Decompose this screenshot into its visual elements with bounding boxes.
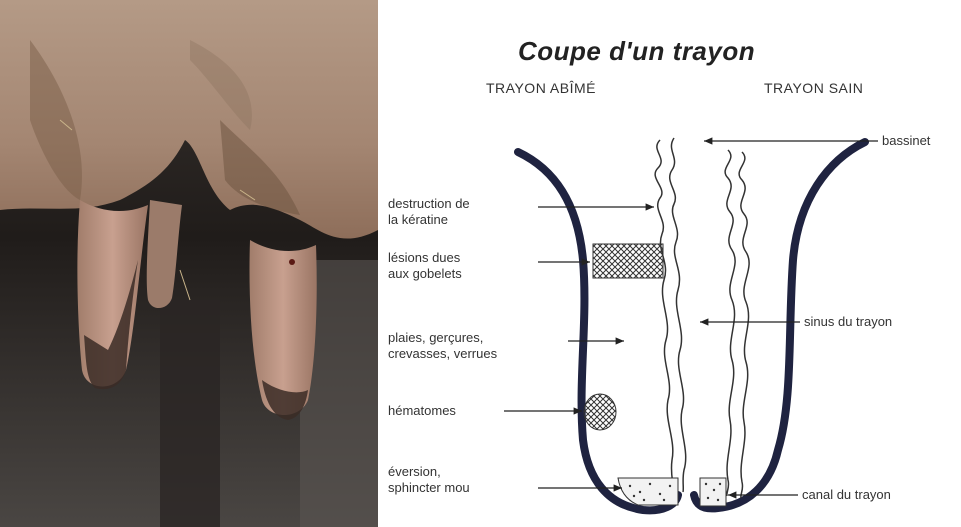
teat-section-drawing (378, 0, 961, 527)
label-bassinet: bassinet (882, 133, 930, 149)
label-plaies-line1: plaies, gerçures, (388, 330, 497, 346)
label-eversion-line2: sphincter mou (388, 480, 470, 496)
label-sinus: sinus du trayon (804, 314, 892, 330)
label-destruction-line2: la kératine (388, 212, 470, 228)
teat-section-diagram: Coupe d'un trayon TRAYON ABÎMÉ TRAYON SA… (378, 0, 961, 527)
cow-udder-photo (0, 0, 378, 527)
hematoma-hatch (584, 394, 616, 430)
label-lesions: lésions dues aux gobelets (388, 250, 462, 282)
label-eversion: éversion, sphincter mou (388, 464, 470, 496)
label-canal: canal du trayon (802, 487, 891, 503)
everted-sphincter-stipple (618, 478, 678, 505)
damaged-teat-outer-wall (518, 152, 678, 510)
label-hematomes: hématomes (388, 403, 456, 419)
canal-stipple (700, 478, 726, 506)
healthy-inner-wall-b (739, 152, 749, 498)
healthy-inner-wall-a (725, 150, 735, 496)
label-plaies: plaies, gerçures, crevasses, verrues (388, 330, 497, 362)
label-eversion-line1: éversion, (388, 464, 470, 480)
label-destruction: destruction de la kératine (388, 196, 470, 228)
label-lesions-line1: lésions dues (388, 250, 462, 266)
cup-lesion-hatch (593, 244, 663, 278)
label-destruction-line1: destruction de (388, 196, 470, 212)
label-lesions-line2: aux gobelets (388, 266, 462, 282)
label-plaies-line2: crevasses, verrues (388, 346, 497, 362)
damaged-inner-wall-a (655, 140, 673, 490)
